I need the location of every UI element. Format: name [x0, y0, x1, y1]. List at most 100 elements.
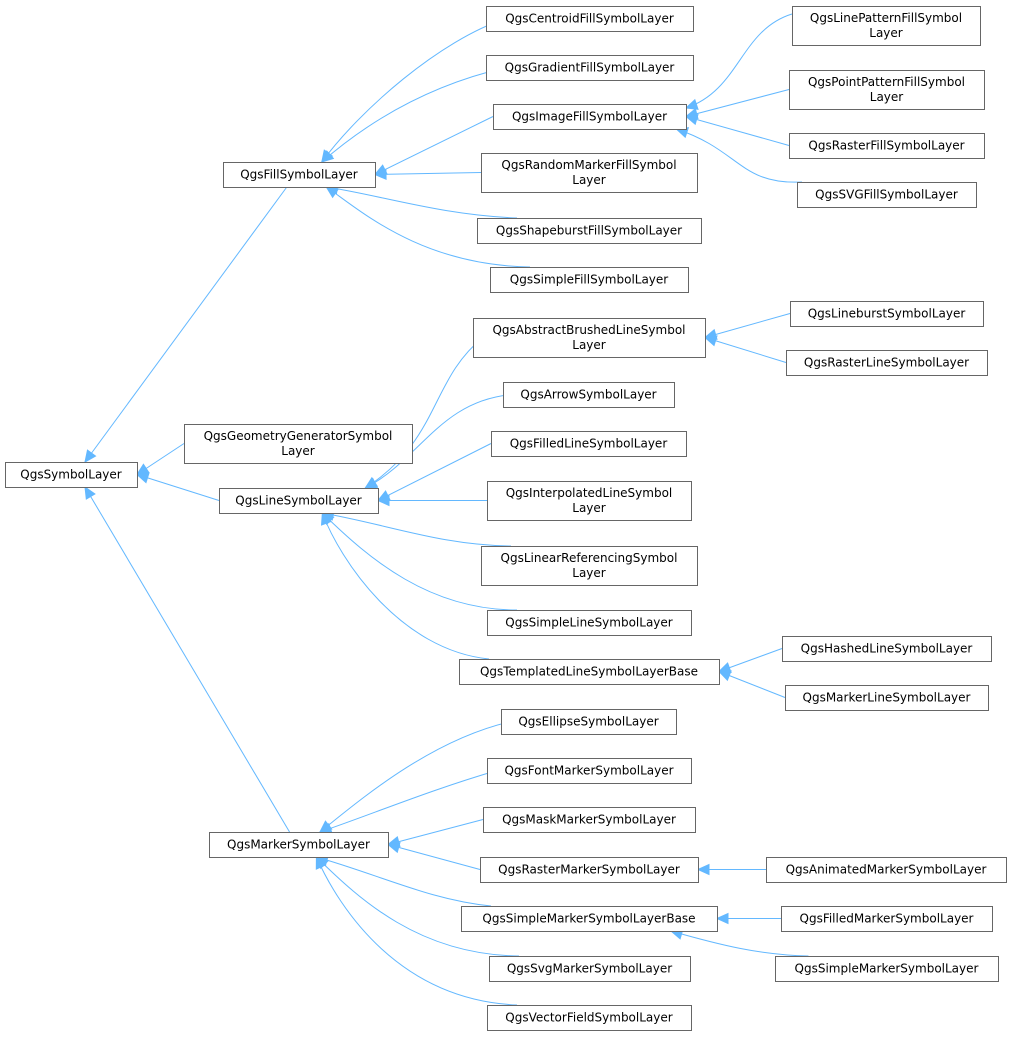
- class-node-label: Layer: [572, 173, 606, 187]
- edge-arrowhead: [373, 168, 387, 181]
- class-node[interactable]: QgsLineburstSymbolLayer: [790, 301, 984, 327]
- class-node-label: QgsMarkerSymbolLayer: [227, 838, 370, 852]
- class-node[interactable]: QgsShapeburstFillSymbolLayer: [477, 218, 702, 244]
- inheritance-edge: [386, 819, 484, 848]
- edge-arrowhead: [684, 98, 699, 110]
- inheritance-edge: [684, 13, 793, 110]
- edge-line: [321, 512, 490, 660]
- class-node[interactable]: QgsSVGFillSymbolLayer: [797, 182, 977, 208]
- class-node-box: [503, 382, 675, 408]
- class-node-label: Layer: [572, 566, 606, 580]
- class-node-box: [766, 857, 1007, 883]
- class-node-label: QgsSimpleFillSymbolLayer: [510, 273, 669, 287]
- class-node-label: QgsRasterLineSymbolLayer: [804, 356, 969, 370]
- edge-line: [374, 172, 482, 175]
- class-node-label: QgsSvgMarkerSymbolLayer: [507, 962, 672, 976]
- inheritance-edge: [717, 670, 786, 698]
- class-node-label: QgsPointPatternFillSymbol: [808, 75, 965, 89]
- class-node[interactable]: QgsFontMarkerSymbolLayer: [487, 758, 692, 784]
- class-node-label: QgsArrowSymbolLayer: [520, 388, 656, 402]
- class-node[interactable]: QgsFilledMarkerSymbolLayer: [781, 906, 993, 932]
- inheritance-edge: [717, 648, 783, 673]
- class-node[interactable]: QgsRasterFillSymbolLayer: [789, 133, 985, 159]
- inheritance-edge: [84, 485, 290, 833]
- edge-arrowhead: [703, 335, 718, 347]
- class-node-label: QgsMaskMarkerSymbolLayer: [502, 813, 676, 827]
- class-node[interactable]: QgsSimpleLineSymbolLayer: [487, 610, 692, 636]
- class-node[interactable]: QgsMarkerLineSymbolLayer: [785, 685, 989, 711]
- class-node[interactable]: QgsFilledLineSymbolLayer: [491, 431, 687, 457]
- class-node-label: QgsGradientFillSymbolLayer: [505, 61, 675, 75]
- inheritance-edge: [715, 912, 781, 925]
- class-node-label: QgsSimpleMarkerSymbolLayer: [795, 962, 979, 976]
- class-node-label: Layer: [572, 338, 606, 352]
- class-node-box: [481, 546, 698, 586]
- edge-arrowhead: [135, 472, 150, 484]
- class-node-label: QgsFillSymbolLayer: [240, 168, 358, 182]
- inheritance-edge: [318, 770, 498, 834]
- edge-line: [315, 856, 518, 1006]
- class-node-label: QgsRasterFillSymbolLayer: [808, 139, 964, 153]
- class-node[interactable]: QgsFillSymbolLayer: [223, 162, 376, 188]
- class-node-label: QgsFilledLineSymbolLayer: [510, 437, 668, 451]
- class-node[interactable]: QgsSvgMarkerSymbolLayer: [489, 956, 691, 982]
- class-node[interactable]: QgsSymbolLayer: [5, 462, 138, 488]
- class-node[interactable]: QgsSimpleFillSymbolLayer: [490, 267, 689, 293]
- class-node-box: [501, 709, 677, 735]
- class-node-box: [184, 424, 413, 464]
- class-node[interactable]: QgsAnimatedMarkerSymbolLayer: [766, 857, 1007, 883]
- class-node[interactable]: QgsRasterMarkerSymbolLayer: [480, 857, 699, 883]
- class-node[interactable]: QgsRasterLineSymbolLayer: [786, 350, 988, 376]
- class-node[interactable]: QgsEllipseSymbolLayer: [501, 709, 677, 735]
- edge-line: [319, 721, 512, 833]
- class-node-label: QgsInterpolatedLineSymbol: [506, 486, 673, 500]
- edge-line: [322, 512, 512, 547]
- class-node-label: QgsMarkerLineSymbolLayer: [803, 691, 971, 705]
- class-node-box: [782, 636, 992, 662]
- inheritance-edge: [321, 509, 512, 547]
- class-node-label: QgsRasterMarkerSymbolLayer: [498, 863, 680, 877]
- class-node-box: [487, 1005, 692, 1031]
- class-node[interactable]: QgsTemplatedLineSymbolLayerBase: [459, 659, 720, 685]
- class-node[interactable]: QgsGradientFillSymbolLayer: [486, 55, 694, 81]
- inheritance-edge: [669, 928, 809, 957]
- class-node-box: [5, 462, 138, 488]
- edge-line: [670, 930, 809, 957]
- class-node[interactable]: QgsImageFillSymbolLayer: [493, 104, 687, 130]
- class-node[interactable]: QgsHashedLineSymbolLayer: [782, 636, 992, 662]
- class-node-label: QgsCentroidFillSymbolLayer: [505, 12, 674, 26]
- edge-line: [136, 474, 220, 501]
- class-node[interactable]: QgsSimpleMarkerSymbolLayerBase: [461, 906, 718, 932]
- edge-line: [685, 89, 790, 117]
- edge-arrowhead: [715, 912, 729, 925]
- edge-line: [718, 671, 786, 698]
- class-node-label: Layer: [281, 444, 315, 458]
- class-node-label: QgsGeometryGeneratorSymbol: [204, 429, 393, 443]
- class-node[interactable]: QgsVectorFieldSymbolLayer: [487, 1005, 692, 1031]
- class-node-label: QgsSVGFillSymbolLayer: [815, 188, 958, 202]
- edge-arrowhead: [320, 511, 332, 526]
- class-node[interactable]: QgsMarkerSymbolLayer: [209, 832, 389, 858]
- edge-line: [685, 116, 790, 146]
- class-node[interactable]: QgsArrowSymbolLayer: [503, 382, 675, 408]
- class-node-box: [480, 857, 699, 883]
- class-node[interactable]: QgsLineSymbolLayer: [219, 488, 379, 514]
- inheritance-edge: [315, 855, 518, 1006]
- edge-arrowhead: [376, 494, 390, 507]
- class-node-label: QgsHashedLineSymbolLayer: [801, 642, 973, 656]
- edge-line: [387, 819, 484, 845]
- inheritance-edge: [84, 186, 288, 463]
- inheritance-edge: [684, 89, 790, 120]
- class-node[interactable]: QgsMaskMarkerSymbolLayer: [483, 807, 696, 833]
- class-node-box: [775, 956, 999, 982]
- class-node[interactable]: QgsSimpleMarkerSymbolLayer: [775, 956, 999, 982]
- class-node[interactable]: QgsCentroidFillSymbolLayer: [486, 6, 694, 32]
